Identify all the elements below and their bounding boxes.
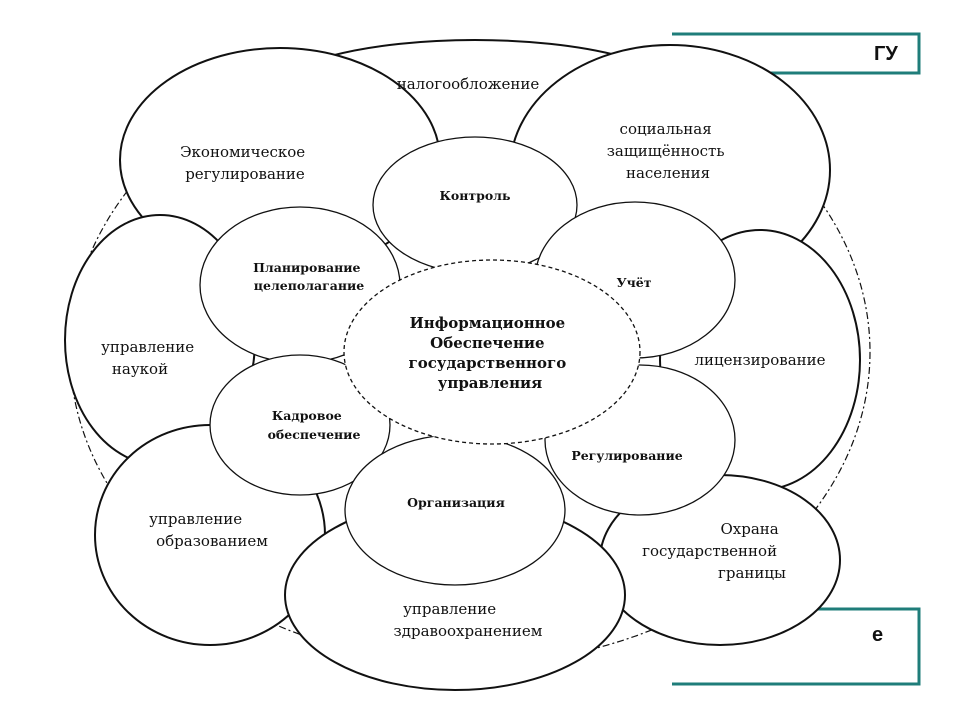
label-planning-line-1: Планирование (253, 260, 360, 275)
label-border-line-2: государственной (642, 542, 777, 560)
label-economic-line-1: Экономическое (180, 143, 305, 161)
label-personnel-line-2: обеспечение (268, 427, 361, 442)
petal-organization (344, 434, 566, 586)
label-organization: Организация (407, 495, 505, 510)
label-planning: Планирование целеполагание (253, 260, 365, 293)
label-economic: Экономическое регулирование (180, 143, 310, 183)
label-licensing-line: лицензирование (694, 351, 825, 369)
center-core (343, 259, 641, 445)
label-planning-line-2: целеполагание (254, 278, 365, 293)
label-personnel: Кадровое обеспечение (268, 408, 361, 442)
label-center-line-2: Обеспечение (430, 334, 544, 352)
label-licensing: лицензирование (694, 351, 825, 369)
label-social: социальная защищённость населения (607, 120, 730, 182)
label-social-line-2: защищённость (607, 142, 725, 160)
label-control-line: Контроль (440, 188, 511, 203)
label-science: управление наукой (101, 338, 199, 378)
label-health: управление здравоохранением (394, 600, 543, 640)
petal-personnel (209, 354, 391, 496)
label-control: Контроль (440, 188, 511, 203)
label-regulation: Регулирование (571, 448, 682, 463)
label-center-line-4: управления (438, 374, 543, 392)
top-right-frame (672, 32, 921, 75)
label-health-line-1: управление (403, 600, 496, 618)
label-taxation: налогообложение (397, 75, 540, 93)
label-taxation-line: налогообложение (397, 75, 540, 93)
label-health-line-2: здравоохранением (394, 622, 543, 640)
label-center-line-3: государственного (409, 354, 567, 372)
top-right-heading-fragment: ГУ (874, 42, 898, 66)
label-science-line-2: наукой (112, 360, 168, 378)
label-regulation-line: Регулирование (571, 448, 682, 463)
label-personnel-line-1: Кадровое (272, 408, 342, 423)
label-border: Охрана государственной границы (642, 520, 786, 582)
label-social-line-3: населения (626, 164, 710, 182)
label-education-line-1: управление (149, 510, 242, 528)
label-social-line-1: социальная (620, 120, 712, 138)
label-science-line-1: управление (101, 338, 194, 356)
label-center-line-1: Информационное (410, 314, 566, 332)
label-accounting-line: Учёт (617, 275, 652, 290)
label-organization-line: Организация (407, 495, 505, 510)
label-border-line-3: границы (718, 564, 786, 582)
label-border-line-1: Охрана (720, 520, 778, 538)
label-center: Информационное Обеспечение государственн… (409, 314, 572, 392)
bottom-right-heading-fragment: е (872, 623, 884, 647)
label-education-line-2: образованием (156, 532, 268, 550)
label-economic-line-2: регулирование (185, 165, 305, 183)
label-education: управление образованием (149, 510, 268, 550)
label-accounting: Учёт (617, 275, 652, 290)
